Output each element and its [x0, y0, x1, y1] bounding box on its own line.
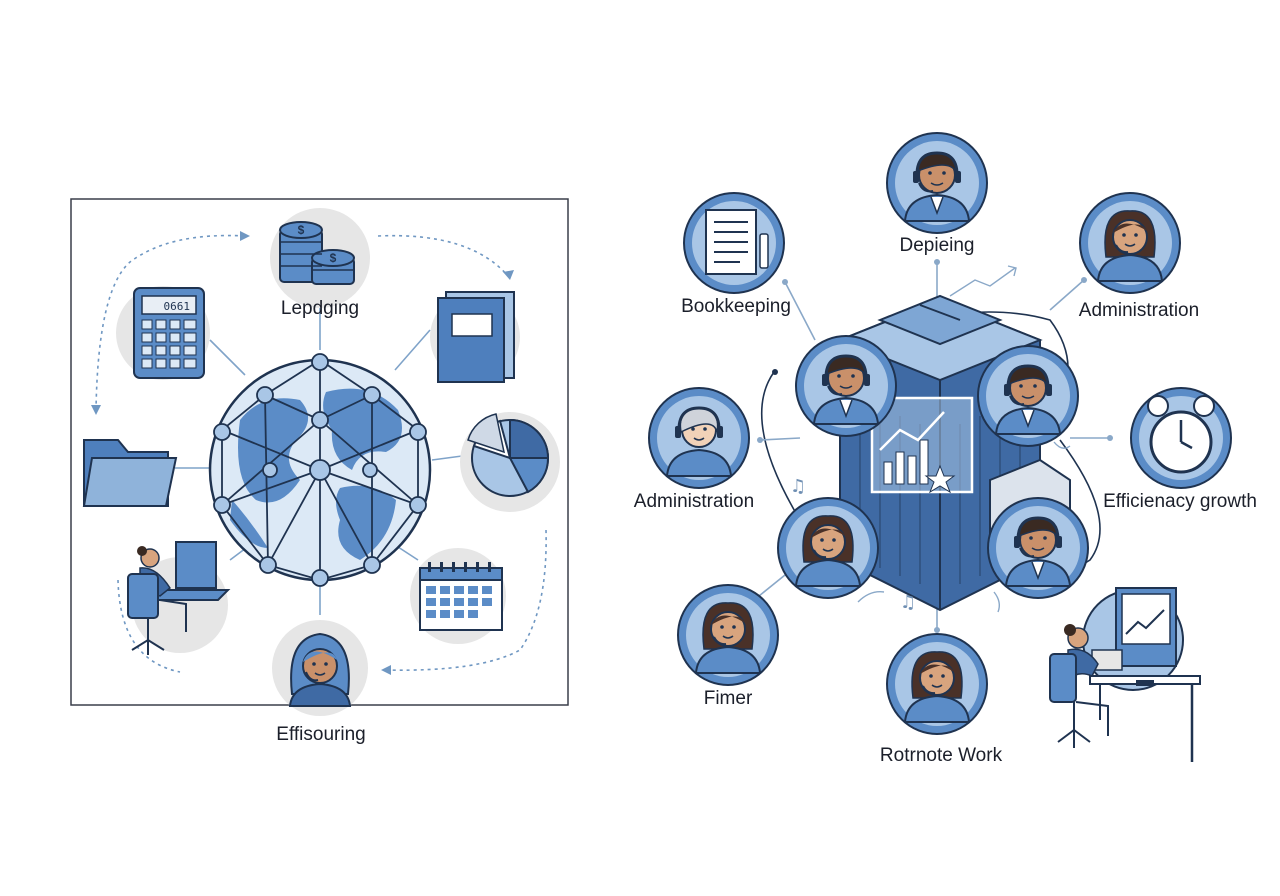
right-panel: ♫ ♫	[647, 131, 1232, 762]
calculator-icon: 0661	[116, 286, 210, 380]
label-effisouring: Effisouring	[276, 724, 366, 745]
svg-text:$: $	[330, 251, 337, 265]
music-note-icon: ♫	[900, 592, 916, 613]
label-administration-top: Administration	[1078, 300, 1200, 321]
label-depieing: Depieing	[899, 235, 975, 256]
remote-desk-icon	[1049, 587, 1201, 762]
folder-icon	[82, 439, 178, 507]
music-note-icon: ♫	[790, 476, 806, 497]
label-bookkeeping: Bookkeeping	[681, 296, 791, 317]
binder-icon	[430, 291, 520, 383]
label-administration-left: Administration	[633, 491, 755, 512]
label-lepdging: Lepdging	[280, 298, 360, 319]
left-panel: $ $ 0661	[70, 198, 569, 716]
document-icon	[683, 192, 785, 294]
coins-icon: $ $	[270, 208, 370, 308]
svg-text:$: $	[298, 223, 305, 237]
calendar-icon	[410, 548, 506, 644]
label-efficiency-growth: Efficienacy growth	[1103, 491, 1257, 512]
calculator-display: 0661	[164, 300, 191, 313]
desk-worker-icon	[127, 541, 231, 655]
cycle-arrows	[95, 234, 547, 673]
agent-avatar-icon	[794, 334, 898, 438]
label-fimer: Fimer	[703, 688, 753, 709]
pie-chart-icon	[460, 412, 560, 512]
label-remote-work: Rotrnote Work	[879, 745, 1003, 766]
globe-network-icon	[208, 353, 432, 587]
chart-screen-icon	[870, 396, 974, 494]
agent-headset-icon	[272, 620, 368, 716]
clock-icon	[1130, 387, 1232, 489]
